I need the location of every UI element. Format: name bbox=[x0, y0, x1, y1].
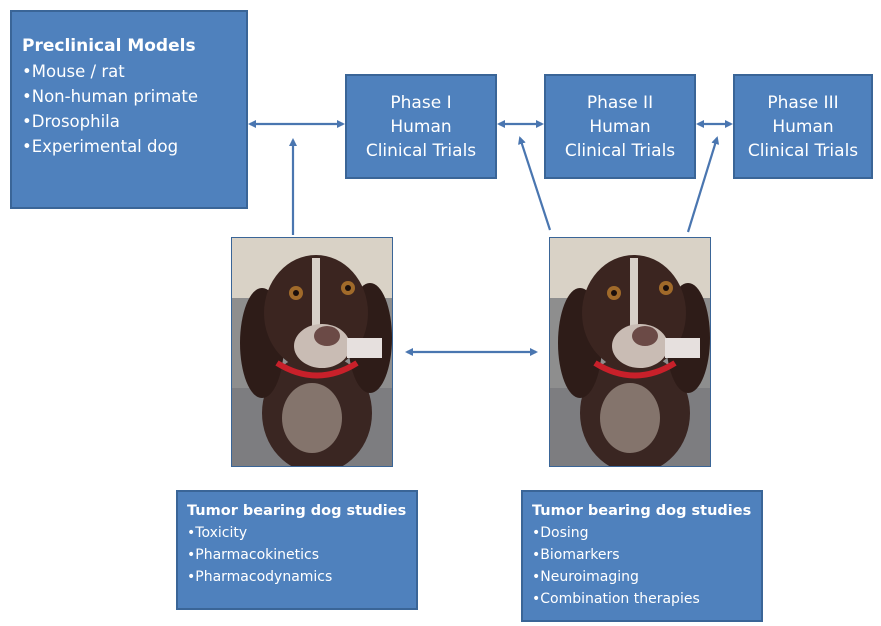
list-item: Dosing bbox=[532, 522, 761, 544]
list-item: Non-human primate bbox=[22, 84, 246, 109]
dog-studies-right-title: Tumor bearing dog studies bbox=[532, 503, 752, 519]
phase-3-box: Phase III Human Clinical Trials bbox=[733, 74, 873, 179]
phase-3-label: Phase III bbox=[767, 92, 839, 113]
list-item: Biomarkers bbox=[532, 544, 761, 566]
dog-illustration bbox=[232, 238, 392, 466]
list-item: Toxicity bbox=[187, 522, 416, 544]
list-item: Pharmacodynamics bbox=[187, 566, 416, 588]
phase-2-box: Phase II Human Clinical Trials bbox=[544, 74, 696, 179]
preclinical-models-box: Preclinical Models Mouse / rat Non-human… bbox=[10, 10, 248, 209]
phase-2-human: Human bbox=[589, 116, 651, 137]
arrow-dog-to-phase1 bbox=[518, 136, 552, 231]
dog-studies-right-box: Tumor bearing dog studies Dosing Biomark… bbox=[521, 490, 763, 622]
dog-studies-left-list: Toxicity Pharmacokinetics Pharmacodynami… bbox=[187, 522, 416, 588]
phase-1-human: Human bbox=[390, 116, 452, 137]
dog-studies-left-box: Tumor bearing dog studies Toxicity Pharm… bbox=[176, 490, 418, 610]
phase-2-clinical-trials: Clinical Trials bbox=[564, 140, 676, 161]
dog-photo-left bbox=[231, 237, 393, 467]
list-item: Neuroimaging bbox=[532, 566, 761, 588]
preclinical-title: Preclinical Models bbox=[22, 36, 196, 56]
list-item: Combination therapies bbox=[532, 588, 761, 610]
list-item: Pharmacokinetics bbox=[187, 544, 416, 566]
phase-1-box: Phase I Human Clinical Trials bbox=[345, 74, 497, 179]
dog-studies-left-title: Tumor bearing dog studies bbox=[187, 503, 407, 519]
dog-studies-right-list: Dosing Biomarkers Neuroimaging Combinati… bbox=[532, 522, 761, 610]
list-item: Experimental dog bbox=[22, 134, 246, 159]
dog-photo-right bbox=[549, 237, 711, 467]
phase-3-human: Human bbox=[772, 116, 834, 137]
phase-2-label: Phase II bbox=[586, 92, 654, 113]
dog-illustration bbox=[550, 238, 710, 466]
phase-1-clinical-trials: Clinical Trials bbox=[365, 140, 477, 161]
list-item: Drosophila bbox=[22, 109, 246, 134]
phase-1-label: Phase I bbox=[390, 92, 452, 113]
preclinical-list: Mouse / rat Non-human primate Drosophila… bbox=[22, 59, 246, 159]
phase-3-clinical-trials: Clinical Trials bbox=[747, 140, 859, 161]
list-item: Mouse / rat bbox=[22, 59, 246, 84]
arrow-dog-to-phase3 bbox=[686, 136, 720, 233]
